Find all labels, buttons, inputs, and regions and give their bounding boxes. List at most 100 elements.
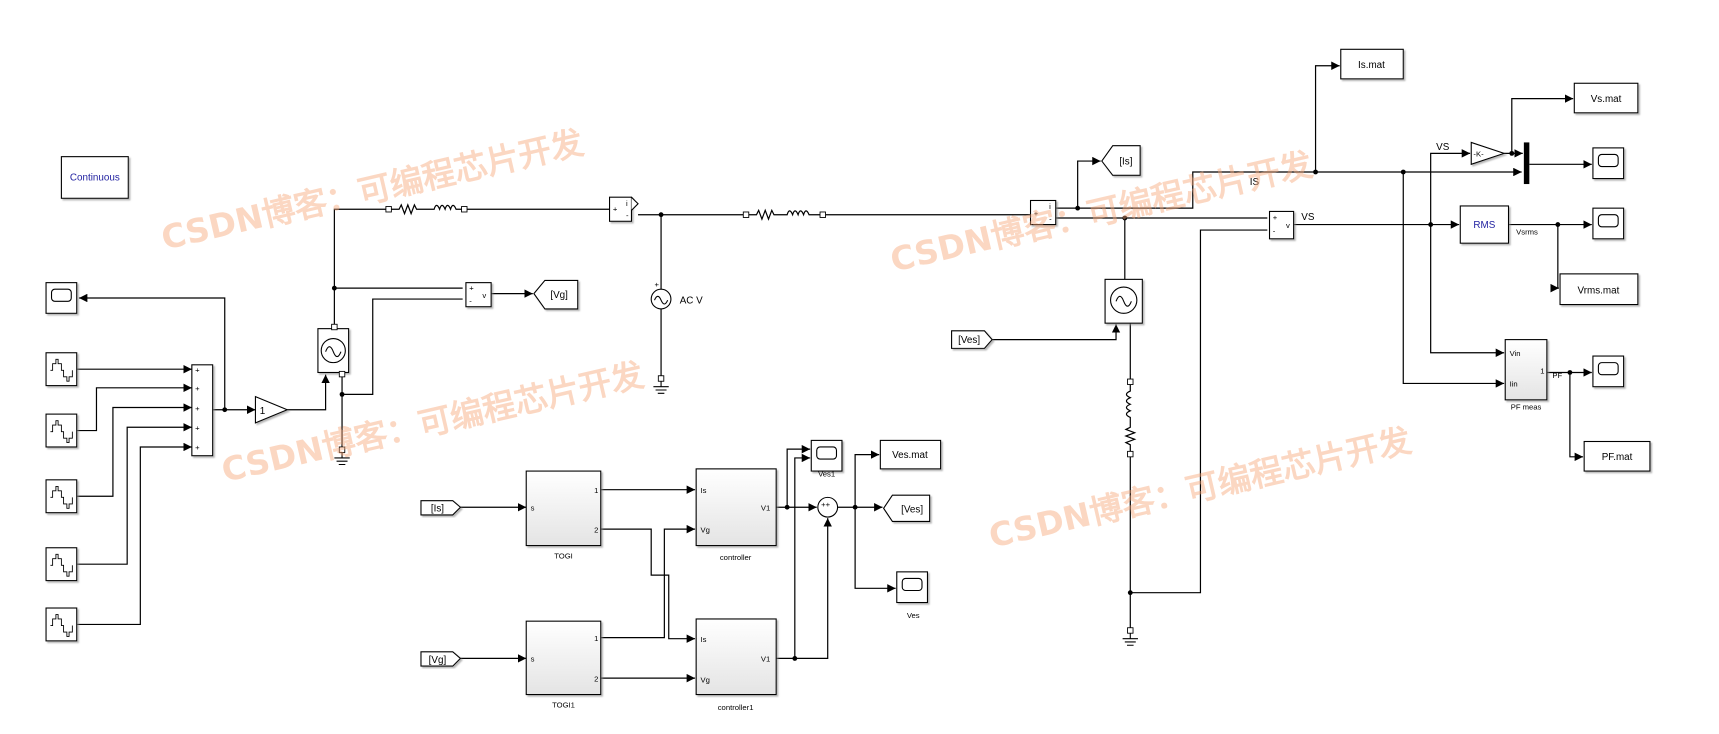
svg-text:s: s xyxy=(531,504,535,513)
togi-subsystem[interactable]: s 1 2 TOGI xyxy=(525,470,602,561)
signal-line[interactable] xyxy=(1314,61,1340,172)
signal-line[interactable] xyxy=(1077,156,1101,209)
to-file-ves-mat[interactable]: Ves.mat xyxy=(879,439,942,470)
sine-icon xyxy=(325,346,342,358)
current-measurement-1[interactable]: + i - xyxy=(608,196,639,222)
from-is[interactable]: [Is] xyxy=(420,500,462,516)
mux-bar[interactable] xyxy=(1523,142,1530,185)
signal-line[interactable] xyxy=(287,374,330,411)
sum-circle[interactable]: ++ xyxy=(817,496,839,518)
signal-line[interactable] xyxy=(1430,149,1471,225)
repeating-sequence-source[interactable] xyxy=(45,413,78,448)
signal-line[interactable] xyxy=(776,518,832,660)
signal-line[interactable] xyxy=(76,403,192,497)
svg-text:-: - xyxy=(1273,226,1276,235)
signal-line[interactable] xyxy=(600,524,696,639)
scope-screen-icon xyxy=(1597,214,1619,228)
to-file-vrms-mat[interactable]: Vrms.mat xyxy=(1559,273,1639,306)
scope-screen-icon xyxy=(50,288,72,302)
goto-is[interactable]: [Is] xyxy=(1101,145,1141,176)
repeating-sequence-source[interactable] xyxy=(45,607,78,642)
series-rl-branch-1[interactable] xyxy=(385,203,468,216)
current-measurement-2[interactable]: + i - xyxy=(1029,199,1057,226)
junctions xyxy=(222,150,1573,661)
signal-line[interactable] xyxy=(600,528,696,643)
ac-voltage-source[interactable]: + AC V xyxy=(650,280,703,310)
scope-block[interactable] xyxy=(896,571,929,604)
svg-text:-: - xyxy=(1049,214,1052,223)
junction-dot xyxy=(1075,205,1081,211)
controller-subsystem[interactable]: Is Vg V1 controller xyxy=(695,468,777,562)
signal-line[interactable] xyxy=(342,298,463,395)
signal-line[interactable] xyxy=(854,450,880,508)
signal-line[interactable] xyxy=(992,324,1121,341)
signal-label-vs-2: VS xyxy=(1436,142,1450,153)
goto-vg[interactable]: [Vg] xyxy=(533,279,579,310)
junction-dot xyxy=(1127,590,1133,596)
rms-block[interactable]: RMS xyxy=(1459,205,1510,244)
signal-line[interactable] xyxy=(1402,171,1505,388)
svg-text:-: - xyxy=(469,296,472,305)
voltage-measurement-2[interactable]: + - v xyxy=(1268,210,1295,240)
svg-text:2: 2 xyxy=(594,674,598,683)
powergui-block[interactable]: Continuous xyxy=(60,156,129,199)
staircase-wave-icon xyxy=(50,614,73,637)
controller1-subsystem[interactable]: Is Vg V1 controller1 xyxy=(695,618,777,712)
staircase-wave-icon xyxy=(50,358,73,382)
series-rl-branch-2[interactable] xyxy=(742,208,826,221)
controlled-voltage-source[interactable] xyxy=(317,323,350,378)
scope-block[interactable] xyxy=(1592,355,1625,388)
sum-block[interactable]: +++++ xyxy=(191,364,214,457)
signal-line[interactable] xyxy=(1430,224,1505,357)
signal-line[interactable] xyxy=(76,442,192,626)
load-rl-branch[interactable] xyxy=(1124,378,1137,458)
signal-line[interactable] xyxy=(1569,372,1584,462)
voltage-measurement-1[interactable]: + - v xyxy=(465,282,492,308)
signal-line[interactable] xyxy=(1055,167,1522,209)
staircase-wave-icon xyxy=(50,420,73,444)
svg-text:-: - xyxy=(626,211,629,220)
controlled-voltage-source-2[interactable] xyxy=(1104,278,1143,324)
signal-line[interactable] xyxy=(78,293,226,410)
watermark: CSDN博客：可编程芯片开发 xyxy=(157,122,587,257)
scope-block[interactable] xyxy=(1592,147,1625,180)
signal-line[interactable] xyxy=(794,453,811,659)
signal-line[interactable] xyxy=(76,423,192,565)
repeating-sequence-source[interactable] xyxy=(45,352,78,387)
scope-block[interactable] xyxy=(1592,207,1625,240)
scope-block[interactable] xyxy=(810,439,843,472)
junction-dot xyxy=(331,285,337,291)
repeating-sequence-source[interactable] xyxy=(45,547,78,582)
from-vg[interactable]: [Vg] xyxy=(420,651,462,667)
signal-line[interactable] xyxy=(1130,229,1268,594)
to-file-pf-mat[interactable]: PF.mat xyxy=(1583,440,1651,472)
pf-meas-block[interactable]: Vin Iin 1 PF meas xyxy=(1504,339,1548,412)
from-ves[interactable]: [Ves] xyxy=(951,330,993,349)
signal-line[interactable] xyxy=(333,208,386,329)
goto-ves[interactable]: [Ves] xyxy=(882,494,931,523)
signal-line[interactable] xyxy=(1511,94,1574,154)
to-file-vs-mat[interactable]: Vs.mat xyxy=(1573,82,1639,114)
staircase-wave-icon xyxy=(50,553,73,577)
signal-line[interactable] xyxy=(76,383,192,432)
svg-text:Vin: Vin xyxy=(1510,349,1521,358)
scope-screen-icon xyxy=(1597,362,1619,376)
signal-line[interactable] xyxy=(786,444,811,508)
junction-dot xyxy=(1400,169,1406,175)
signal-label-is: IS xyxy=(1250,177,1260,188)
to-file-is-mat[interactable]: Is.mat xyxy=(1340,48,1404,80)
gain-block[interactable]: 1 xyxy=(254,395,289,424)
signal-line[interactable] xyxy=(1550,224,1559,293)
signal-line[interactable] xyxy=(854,507,896,593)
scope-block[interactable] xyxy=(45,282,78,314)
svg-text:Vrms.mat: Vrms.mat xyxy=(1577,286,1619,297)
signal-label-vsrms: Vsrms xyxy=(1516,227,1538,236)
gain-k-block[interactable]: -K- xyxy=(1470,141,1506,166)
svg-text:Vg: Vg xyxy=(701,525,710,534)
sine-icon xyxy=(1115,295,1132,307)
togi1-subsystem[interactable]: s 1 2 TOGI1 xyxy=(525,620,602,710)
repeating-sequence-source[interactable] xyxy=(45,479,78,514)
svg-text:V1: V1 xyxy=(761,655,770,664)
watermark: CSDN博客：可编程芯片开发 xyxy=(887,144,1317,279)
